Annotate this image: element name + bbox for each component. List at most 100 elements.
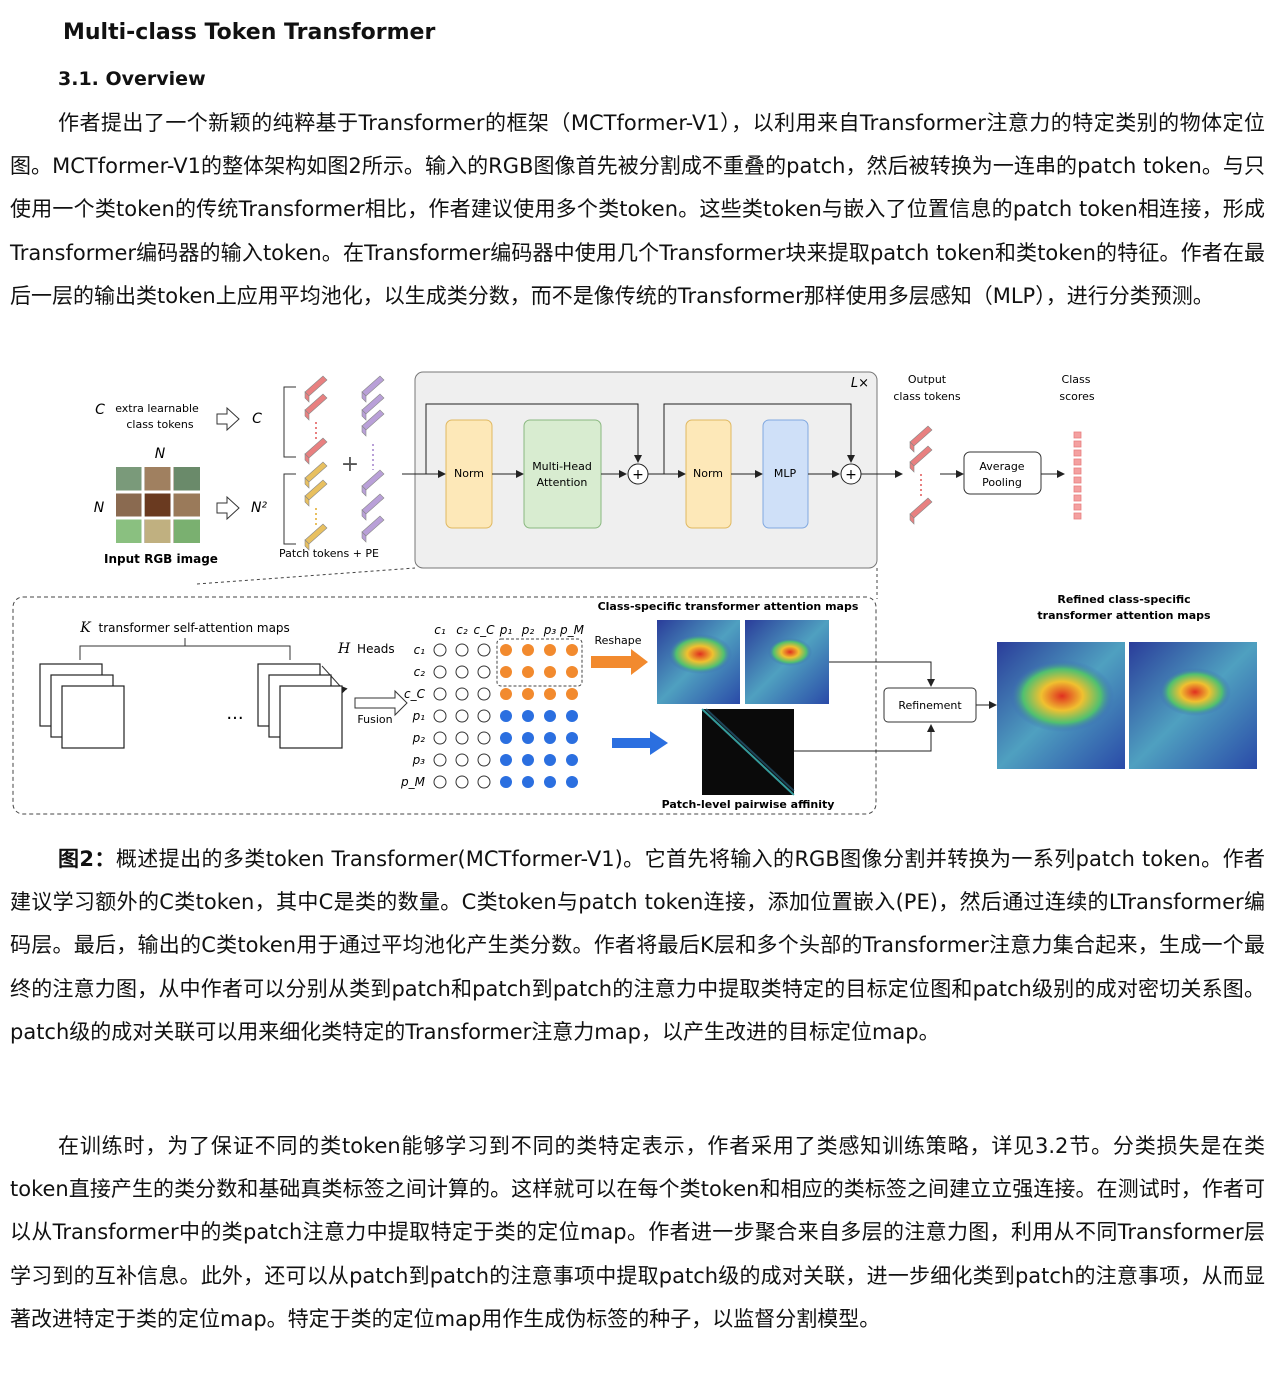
paragraph-2: 在训练时，为了保证不同的类token能够学习到不同的类特定表示，作者采用了类感知… xyxy=(10,1134,1265,1331)
svg-text:H Heads: H Heads xyxy=(337,641,395,657)
figure-caption: 图2：概述提出的多类token Transformer(MCTformer-V1… xyxy=(10,838,1265,1054)
input-image-label: Input RGB image xyxy=(104,552,218,566)
matrix-row-label: p₂ xyxy=(412,731,426,745)
k-var: K xyxy=(79,620,92,636)
matrix-cell xyxy=(500,688,512,700)
matrix-col-label: p_M xyxy=(559,623,585,637)
mlp-block-label: MLP xyxy=(774,467,797,480)
token-stacks xyxy=(304,375,933,551)
pe-token-side xyxy=(361,485,367,497)
class-score-cell xyxy=(1073,431,1082,439)
paragraph-1: 作者提出了一个新颖的纯粹基于Transformer的框架（MCTformer-V… xyxy=(10,111,1265,308)
pe-token-side xyxy=(361,425,367,437)
attention-map xyxy=(279,685,343,749)
matrix-cell xyxy=(522,666,534,678)
output-class-token xyxy=(909,497,933,519)
matrix-cell xyxy=(433,775,447,789)
matrix-cell xyxy=(455,643,469,657)
matrix-cell xyxy=(544,644,556,656)
mha-label-2: Attention xyxy=(537,476,588,489)
n-top-label: N xyxy=(155,446,166,462)
class-score-cell xyxy=(1073,440,1082,448)
matrix-cell xyxy=(455,753,469,767)
class-score-cell xyxy=(1073,458,1082,466)
output-class-token-side xyxy=(909,441,915,453)
pooling-label-2: Pooling xyxy=(982,476,1022,489)
class-token-side xyxy=(304,409,310,421)
class-scores xyxy=(1073,431,1082,520)
patch-tokens-label: Patch tokens + PE xyxy=(279,547,379,560)
class-maps-title: Class-specific transformer attention map… xyxy=(598,600,859,613)
matrix-col-label: p₁ xyxy=(499,623,513,637)
matrix-cell xyxy=(544,710,556,722)
n-left-label: N xyxy=(94,500,105,516)
self-attention-maps xyxy=(39,663,343,749)
matrix-row-label: c₂ xyxy=(414,665,426,679)
class-score-cell xyxy=(1073,494,1082,502)
mha-label-1: Multi-Head xyxy=(532,460,592,473)
page-title: Multi-class Token Transformer xyxy=(63,20,436,45)
class-score-cell xyxy=(1073,476,1082,484)
matrix-cell xyxy=(477,687,491,701)
matrix-cell xyxy=(500,644,512,656)
matrix-col-label: p₂ xyxy=(521,623,535,637)
matrix-cell xyxy=(522,732,534,744)
matrix-cell xyxy=(500,732,512,744)
matrix-cell xyxy=(566,688,578,700)
pe-token-side xyxy=(361,531,367,543)
matrix-cell xyxy=(566,732,578,744)
matrix-col-label: p₃ xyxy=(543,623,557,637)
matrix-cell xyxy=(455,709,469,723)
affinity-label: Patch-level pairwise affinity xyxy=(662,798,835,811)
input-image-grid xyxy=(116,467,200,543)
matrix-cell xyxy=(544,776,556,788)
c-var-label: C xyxy=(252,411,262,427)
extra-tokens-label-2: class tokens xyxy=(126,418,194,431)
section-heading: 3.1. Overview xyxy=(58,68,206,90)
fusion-arrow-icon xyxy=(354,689,408,717)
matrix-cell xyxy=(433,643,447,657)
extra-tokens-label-1: extra learnable xyxy=(115,402,199,415)
matrix-cell xyxy=(433,731,447,745)
matrix-cell xyxy=(522,688,534,700)
output-class-token-side xyxy=(909,513,915,525)
figure-2: C extra learnable class tokens N N Input… xyxy=(12,371,1257,815)
matrix-cell xyxy=(455,731,469,745)
output-class-token-side xyxy=(909,461,915,473)
pe-token xyxy=(361,469,385,491)
matrix-cell xyxy=(566,776,578,788)
orange-arrow-icon xyxy=(591,649,648,675)
matrix-cell xyxy=(544,754,556,766)
blue-arrow-icon xyxy=(612,731,668,755)
svg-text:+: + xyxy=(845,467,857,483)
matrix-cell xyxy=(433,709,447,723)
matrix-row-label: c₁ xyxy=(414,643,426,657)
matrix-cell xyxy=(433,753,447,767)
caption-label: 图2： xyxy=(58,847,116,871)
class-token xyxy=(304,375,328,397)
matrix-cell xyxy=(500,754,512,766)
matrix-cell xyxy=(455,665,469,679)
matrix-cell xyxy=(477,643,491,657)
extra-tokens-var: C xyxy=(95,402,105,418)
matrix-cell xyxy=(477,665,491,679)
norm-block-1-label: Norm xyxy=(454,467,484,480)
matrix-cell xyxy=(522,776,534,788)
svg-text:K transformer self-attenti: K transformer self-attention maps xyxy=(79,620,290,636)
patch-token xyxy=(304,461,328,483)
matrix-cell xyxy=(522,754,534,766)
ellipsis: ... xyxy=(226,703,243,724)
patch-token-side xyxy=(304,539,310,551)
class-score-cell xyxy=(1073,485,1082,493)
matrix-cell xyxy=(544,666,556,678)
refined-label-1: Refined class-specific xyxy=(1057,593,1190,606)
average-pooling-block xyxy=(963,451,1042,495)
pooling-label-1: Average xyxy=(979,460,1024,473)
matrix-cell xyxy=(433,687,447,701)
class-token xyxy=(304,437,328,459)
class-token-side xyxy=(304,453,310,465)
matrix-cell xyxy=(566,754,578,766)
input-section: C extra learnable class tokens N N Input… xyxy=(94,386,296,566)
output-class-token xyxy=(909,425,933,447)
matrix-cell xyxy=(477,709,491,723)
